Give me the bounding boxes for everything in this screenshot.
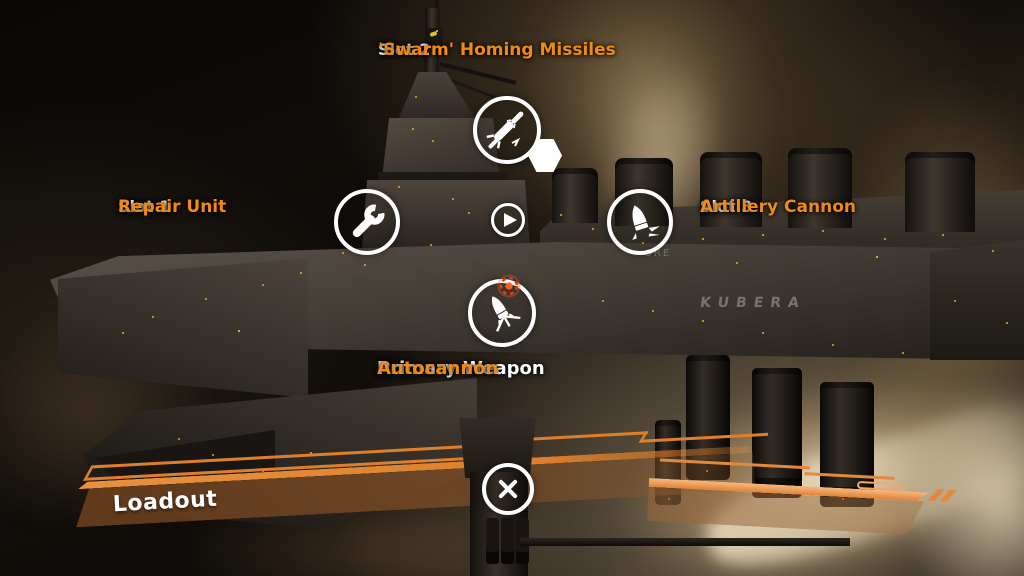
ship-turret [905,152,975,232]
slot1-item-label: Repair Unit [118,197,227,217]
slot1-button[interactable] [334,189,400,255]
ship-gun-barrel [520,538,850,546]
homing-missiles-icon [486,111,524,149]
slot3-item-label: Artillery Cannon [700,197,856,217]
ship-turret [552,168,598,223]
wrench-icon [352,204,385,238]
play-button[interactable] [491,203,525,237]
close-button[interactable] [482,463,534,515]
banner-line-decoration [640,432,769,443]
ship-hull-name: KUBERA [698,295,807,311]
slot3-button[interactable] [607,189,673,255]
close-icon [486,467,530,511]
ship-bottom-thruster [486,518,499,564]
hull-lights-right [0,0,2,2]
ship-bottom-thruster [501,518,514,564]
primary-weapon-item-label: Autocannon [377,358,499,379]
slot2-item-label: 'Swarm' Homing Missiles [378,40,616,60]
ship-stern-block [930,240,1024,360]
artillery-shell-icon [632,205,660,240]
target-reticle-icon [497,274,521,298]
ship-tower-band [378,172,508,181]
banner-line-decoration [804,472,895,480]
play-icon [504,213,517,227]
